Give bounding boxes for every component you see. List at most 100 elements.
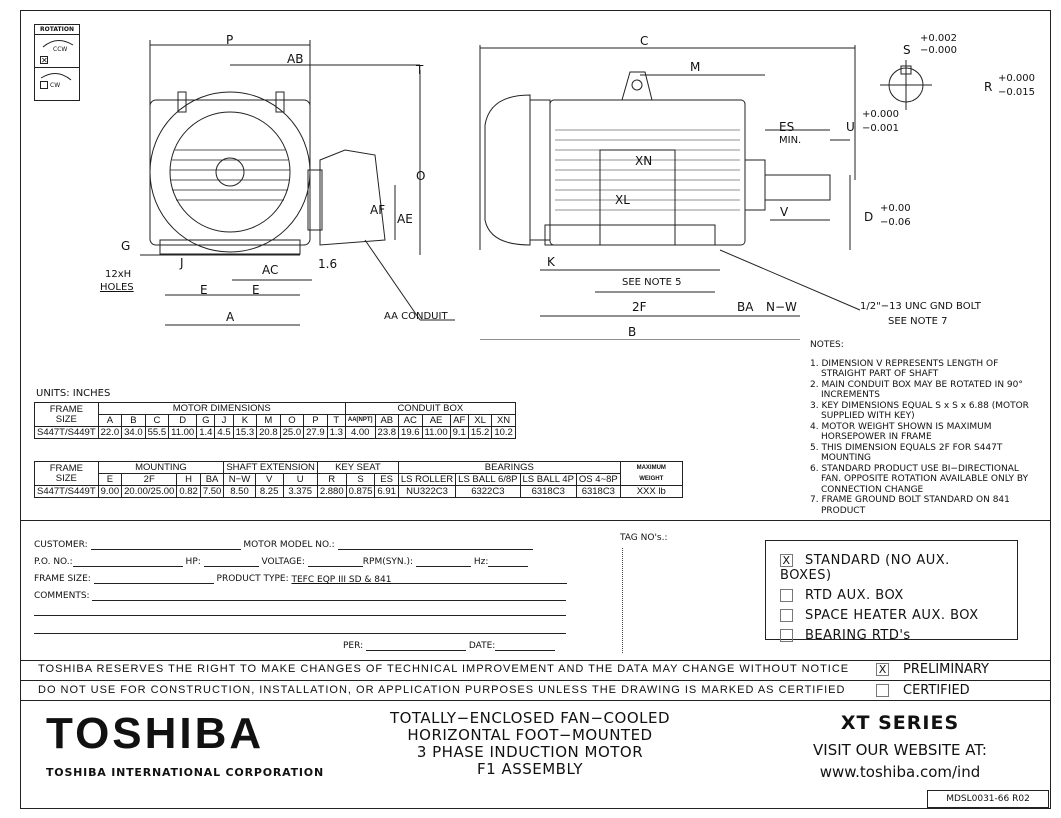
dim-label: ES [779, 120, 795, 134]
rpm-field[interactable] [415, 558, 471, 567]
table-cell: S [345, 473, 376, 486]
dim-label: P [226, 33, 234, 47]
table-cell: 8.50 [223, 485, 256, 498]
table-cell: 19.6 [398, 426, 423, 439]
website-link[interactable]: www.toshiba.com/ind [819, 763, 981, 781]
table-cell: 15.2 [467, 426, 493, 439]
table-cell: ES [374, 473, 399, 486]
checkbox[interactable] [780, 609, 793, 622]
dim-label: A [226, 310, 235, 324]
dim-label: E [252, 283, 260, 297]
motor-description: TOTALLY−ENCLOSED FAN−COOLED HORIZONTAL F… [370, 710, 690, 778]
table-cell: 11.00 [168, 426, 198, 439]
note: 5. THIS DIMENSION EQUALS 2F FOR S447T MO… [810, 442, 1003, 464]
table-cell: 27.9 [303, 426, 328, 439]
table-cell: G [196, 414, 216, 427]
per-field[interactable] [366, 642, 466, 651]
table-cell: AC [398, 414, 423, 427]
table-cell: LS BALL 4P [519, 473, 577, 486]
dim-label: T [416, 63, 424, 77]
table-cell: LS BALL 6/8P [455, 473, 521, 486]
ccw-checkbox[interactable]: ✕ [40, 56, 48, 65]
comments-field[interactable] [92, 592, 567, 601]
table-cell: 7.50 [199, 485, 225, 498]
table-cell: 4.5 [214, 426, 234, 439]
drawing-frame [20, 10, 1051, 809]
option-bearing-rtd[interactable]: BEARING RTD's [780, 628, 1003, 643]
table-cell: 6318C3 [519, 485, 577, 498]
hp-field[interactable] [203, 558, 259, 567]
date-label: DATE: [468, 641, 496, 651]
option-label: STANDARD (NO AUX. BOXES) [780, 553, 950, 583]
table-cell: 10.2 [491, 426, 516, 439]
option-label: BEARING RTD's [805, 628, 911, 643]
tag-list[interactable] [622, 548, 623, 653]
group-header: CONDUIT BOX [344, 402, 516, 415]
group-header: KEY SEAT [316, 461, 399, 474]
checkbox[interactable] [876, 684, 889, 697]
checkbox[interactable]: X [876, 663, 889, 676]
side-view [479, 45, 932, 340]
po-field[interactable] [72, 558, 183, 567]
cw-checkbox[interactable] [40, 81, 48, 89]
table-cell: 6322C3 [455, 485, 521, 498]
certified-label: CERTIFIED [903, 683, 970, 698]
option-space-heater[interactable]: SPACE HEATER AUX. BOX [780, 608, 1003, 623]
group-header: BEARINGS [397, 461, 621, 474]
checkbox[interactable] [780, 629, 793, 642]
table-cell: H [176, 473, 201, 486]
checkbox[interactable]: X [780, 554, 793, 567]
date-field[interactable] [495, 642, 556, 651]
customer-field[interactable] [90, 541, 241, 550]
table-cell: XXX lb [619, 485, 683, 498]
dim-label: −0.015 [998, 87, 1036, 98]
motor-model-field[interactable] [337, 541, 533, 550]
checkbox[interactable] [780, 589, 793, 602]
table-cell: 20.00/25.00 [121, 485, 178, 498]
product-type-field[interactable]: TEFC EQP III SD & 841 [291, 575, 567, 585]
product-type-value: TEFC EQP III SD & 841 [291, 575, 392, 585]
dim-label: O [416, 169, 426, 183]
table-cell: 3.375 [282, 485, 318, 498]
table-cell: R [316, 473, 347, 486]
voltage-field[interactable] [307, 558, 363, 567]
table-cell: AF [449, 414, 469, 427]
table-cell: 55.5 [144, 426, 170, 439]
dim-label: B [628, 325, 637, 339]
note: 4. MOTOR WEIGHT SHOWN IS MAXIMUM HORSEPO… [810, 421, 992, 443]
dim-label: J [180, 256, 184, 270]
comments-line[interactable] [34, 633, 566, 634]
certified-option[interactable]: CERTIFIED [876, 683, 970, 698]
table-cell: C [144, 414, 170, 427]
dim-label: G [121, 239, 131, 253]
table-cell: T [326, 414, 346, 427]
hz-field[interactable] [488, 558, 529, 567]
dim-label: 12xH [105, 269, 132, 280]
table-cell: 34.0 [121, 426, 146, 439]
header: FRAME [49, 462, 83, 474]
table-cell: 9.1 [449, 426, 469, 439]
table-cell: K [232, 414, 258, 427]
disclaimer-certified: DO NOT USE FOR CONSTRUCTION, INSTALLATIO… [38, 684, 846, 696]
end-view [140, 40, 455, 326]
customer-label: CUSTOMER: [34, 540, 88, 550]
comments-line[interactable] [34, 615, 566, 616]
table-cell: P [303, 414, 328, 427]
description-line: HORIZONTAL FOOT−MOUNTED [407, 726, 653, 744]
table-cell: O [279, 414, 305, 427]
dim-label: 1/2"−13 UNC GND BOLT [860, 301, 981, 312]
dim-label: AB [287, 52, 304, 66]
rpm-label: RPM(SYN.): [362, 557, 414, 567]
dim-label: D [864, 210, 874, 224]
dim-label: +0.00 [880, 203, 911, 214]
dim-label: +0.002 [920, 33, 958, 44]
cw-label: CW [50, 82, 61, 89]
frame-size-field[interactable] [93, 575, 214, 584]
table-cell: NU322C3 [397, 485, 457, 498]
table-cell: AE [421, 414, 451, 427]
dim-label: AC [262, 263, 279, 277]
option-rtd[interactable]: RTD AUX. BOX [780, 588, 1003, 603]
